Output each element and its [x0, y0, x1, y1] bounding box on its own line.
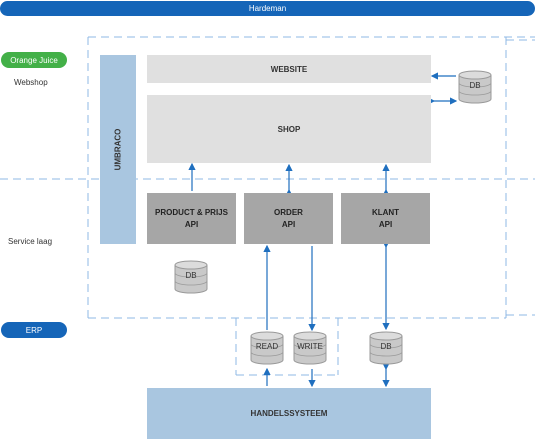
service-laag-lane-label: Service laag — [8, 237, 53, 246]
write-db-cylinder: WRITE — [293, 331, 327, 365]
shop-box: SHOP — [147, 95, 431, 163]
product-prijs-api-subtitle: API — [184, 220, 199, 229]
product-db-cylinder: DB — [174, 260, 208, 294]
product-db-label: DB — [185, 271, 197, 280]
klant-db-cylinder: DB — [369, 331, 403, 365]
write-db-label: WRITE — [297, 342, 323, 351]
web-db-label: DB — [469, 81, 481, 90]
header-bar: Hardeman — [0, 1, 535, 16]
klant-api-box: KLANT API — [341, 193, 430, 244]
klant-api-subtitle: API — [378, 220, 393, 229]
website-box: WEBSITE — [147, 55, 431, 83]
database-icon — [293, 331, 327, 365]
header-title: Hardeman — [248, 4, 287, 13]
shop-label: SHOP — [277, 124, 301, 134]
order-api-title: ORDER — [274, 208, 303, 217]
product-prijs-api-box: PRODUCT & PRIJS API — [147, 193, 236, 244]
orange-juice-badge: Orange Juice — [1, 52, 67, 68]
orange-juice-label: Orange Juice — [10, 55, 58, 65]
product-prijs-api-title: PRODUCT & PRIJS — [155, 208, 228, 217]
erp-label: ERP — [25, 325, 43, 335]
database-icon — [250, 331, 284, 365]
umbraco-bar: UMBRACO — [100, 55, 136, 244]
order-api-box: ORDER API — [244, 193, 333, 244]
read-db-cylinder: READ — [250, 331, 284, 365]
website-label: WEBSITE — [270, 64, 308, 74]
erp-badge: ERP — [1, 322, 67, 338]
umbraco-label: UMBRACO — [113, 128, 123, 171]
handelssysteem-box: HANDELSSYSTEEM — [147, 388, 431, 439]
webshop-lane-label: Webshop — [14, 78, 48, 87]
order-api-subtitle: API — [281, 220, 296, 229]
klant-db-label: DB — [380, 342, 392, 351]
database-icon — [369, 331, 403, 365]
read-db-label: READ — [255, 342, 279, 351]
klant-api-title: KLANT — [371, 208, 400, 217]
database-icon — [174, 260, 208, 294]
handelssysteem-label: HANDELSSYSTEEM — [250, 409, 328, 418]
web-db-cylinder: DB — [458, 70, 492, 104]
database-icon — [458, 70, 492, 104]
